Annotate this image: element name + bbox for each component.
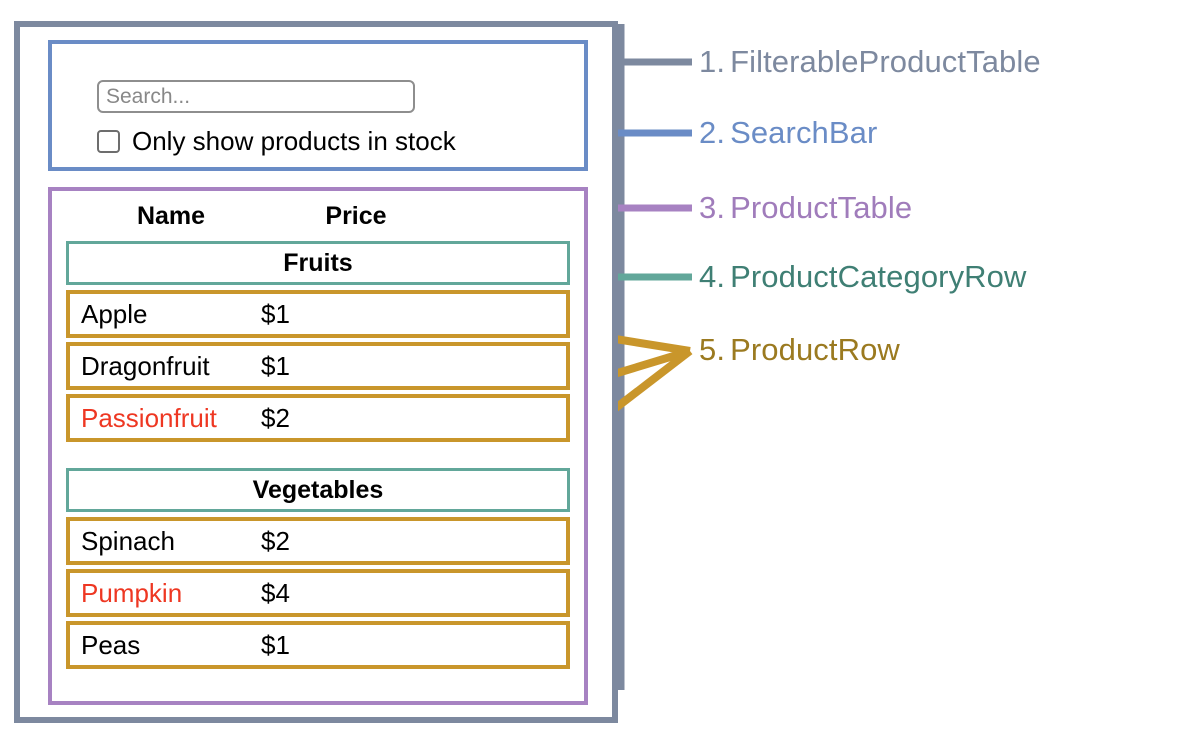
product-name: Spinach: [81, 526, 175, 556]
table-header-row: Name Price: [66, 191, 570, 241]
in-stock-checkbox-label: Only show products in stock: [132, 126, 456, 156]
product-row[interactable]: Passionfruit $2: [66, 394, 570, 442]
product-price: $1: [261, 351, 290, 381]
annotation-number: 5.: [699, 332, 726, 367]
annotation-text: ProductRow: [730, 332, 900, 367]
product-price: $2: [261, 403, 290, 433]
product-name: Dragonfruit: [81, 351, 210, 381]
annotation-2-search-bar: 2.SearchBar: [699, 117, 877, 148]
product-category-row: Fruits: [66, 241, 570, 285]
column-header-name: Name: [136, 201, 206, 230]
annotation-text: FilterableProductTable: [730, 44, 1041, 79]
annotation-5-product-row: 5.ProductRow: [699, 334, 900, 365]
annotation-text: ProductCategoryRow: [730, 259, 1027, 294]
search-bar-box: Only show products in stock: [48, 40, 588, 171]
search-input[interactable]: [97, 80, 415, 113]
product-price: $1: [261, 299, 290, 329]
group-spacer: [66, 446, 570, 468]
product-price: $1: [261, 630, 290, 660]
product-row[interactable]: Dragonfruit $1: [66, 342, 570, 390]
product-name: Apple: [81, 299, 148, 329]
product-group: Vegetables Spinach $2 Pumpkin $4 Peas $1: [66, 468, 570, 669]
checkbox-icon[interactable]: [97, 129, 120, 153]
product-category-label: Fruits: [283, 248, 353, 277]
annotation-text: SearchBar: [730, 115, 878, 150]
product-price: $2: [261, 526, 290, 556]
product-row[interactable]: Peas $1: [66, 621, 570, 669]
annotation-text: ProductTable: [730, 190, 913, 225]
in-stock-checkbox-row[interactable]: Only show products in stock: [97, 128, 456, 154]
product-group: Fruits Apple $1 Dragonfruit $1 Passionfr…: [66, 241, 570, 442]
annotation-number: 4.: [699, 259, 726, 294]
product-name: Peas: [81, 630, 141, 660]
annotation-number: 3.: [699, 190, 726, 225]
product-row[interactable]: Pumpkin $4: [66, 569, 570, 617]
product-table-box: Name Price Fruits Apple $1 Dragonfruit $…: [48, 187, 588, 705]
product-row[interactable]: Spinach $2: [66, 517, 570, 565]
filterable-product-table-box: Only show products in stock Name Price F…: [14, 21, 618, 723]
product-name: Passionfruit: [81, 403, 217, 433]
annotation-number: 2.: [699, 115, 726, 150]
column-header-price: Price: [325, 201, 387, 230]
annotation-1-filterable-product-table: 1.FilterableProductTable: [699, 46, 1041, 77]
product-category-label: Vegetables: [252, 475, 384, 504]
annotation-4-product-category-row: 4.ProductCategoryRow: [699, 261, 1027, 292]
product-category-row: Vegetables: [66, 468, 570, 512]
annotation-3-product-table: 3.ProductTable: [699, 192, 912, 223]
product-price: $4: [261, 578, 290, 608]
product-row[interactable]: Apple $1: [66, 290, 570, 338]
annotation-number: 1.: [699, 44, 726, 79]
product-table-inner: Name Price Fruits Apple $1 Dragonfruit $…: [66, 191, 570, 673]
product-name: Pumpkin: [81, 578, 183, 608]
